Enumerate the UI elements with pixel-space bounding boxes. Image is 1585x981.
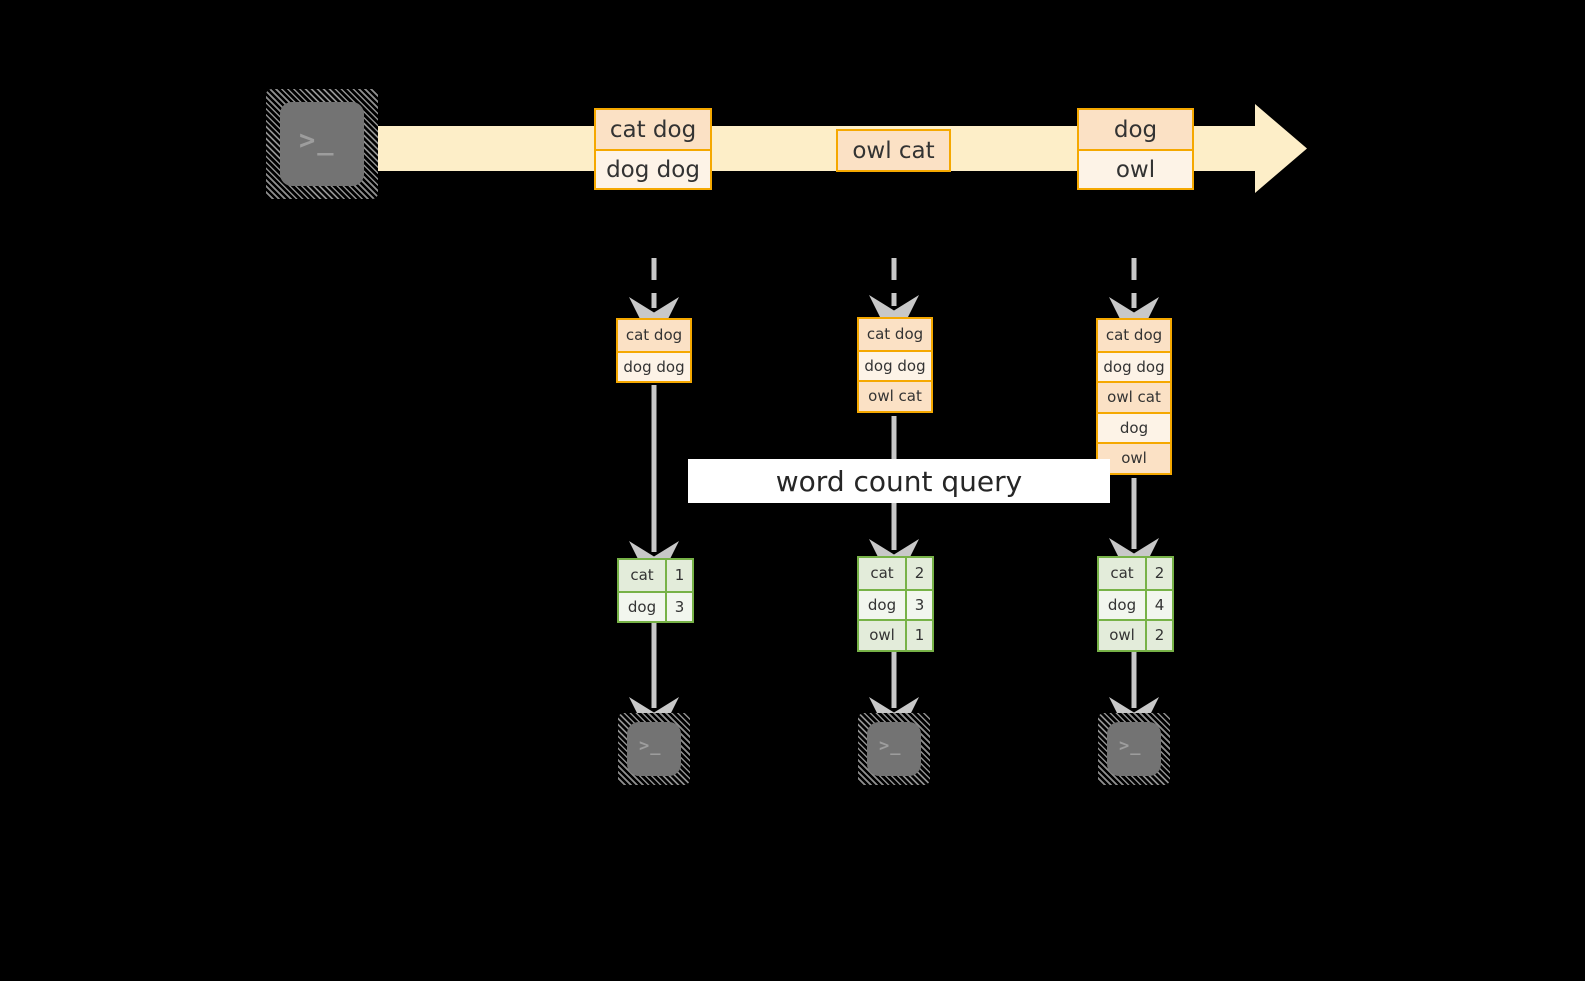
terminal-body — [1107, 722, 1161, 776]
terminal-prompt-glyph: >_ — [1119, 736, 1142, 756]
trigger-3-input-line-4: owl — [1098, 442, 1170, 473]
stream-batch-2-line-0: owl cat — [838, 131, 949, 170]
query-label-text: word count query — [775, 464, 1023, 498]
source-terminal-icon[interactable]: >_ — [266, 89, 378, 199]
trigger-3-result-2-count: 2 — [1145, 621, 1172, 650]
stream-batch-1[interactable]: cat dog dog dog — [594, 108, 712, 190]
stream-batch-1-line-1: dog dog — [596, 149, 710, 188]
table-row: dog 4 — [1099, 588, 1172, 619]
trigger-2-result-0-word: cat — [859, 558, 905, 589]
trigger-1-result-1-word: dog — [619, 592, 665, 621]
trigger-3-result-2-word: owl — [1099, 621, 1145, 650]
trigger-1-sink-terminal-icon[interactable]: >_ — [618, 713, 690, 785]
trigger-3-input-line-1: dog dog — [1098, 350, 1170, 381]
table-row: dog 3 — [619, 590, 692, 621]
trigger-2-result-2-word: owl — [859, 621, 905, 650]
trigger-2-input-line-0: cat dog — [859, 319, 931, 350]
table-row: cat 1 — [619, 560, 692, 591]
trigger-1-result-table[interactable]: cat 1 dog 3 — [617, 558, 694, 623]
table-row: cat 2 — [859, 558, 932, 589]
trigger-dashed-connectors — [629, 258, 1159, 347]
table-row: owl 2 — [1099, 619, 1172, 650]
sink-connectors — [629, 622, 1159, 747]
terminal-body — [627, 722, 681, 776]
terminal-prompt-glyph: >_ — [299, 125, 336, 156]
stream-batch-3-line-1: owl — [1079, 149, 1192, 188]
trigger-2-input-line-2: owl cat — [859, 380, 931, 411]
trigger-3-result-table[interactable]: cat 2 dog 4 owl 2 — [1097, 556, 1174, 652]
trigger-3-result-0-word: cat — [1099, 558, 1145, 589]
trigger-1-result-1-count: 3 — [665, 592, 692, 621]
trigger-1-input-table[interactable]: cat dog dog dog — [616, 318, 692, 383]
trigger-2-result-table[interactable]: cat 2 dog 3 owl 1 — [857, 556, 934, 652]
trigger-3-input-table[interactable]: cat dog dog dog owl cat dog owl — [1096, 318, 1172, 475]
stream-batch-3[interactable]: dog owl — [1077, 108, 1194, 190]
trigger-2-sink-terminal-icon[interactable]: >_ — [858, 713, 930, 785]
trigger-1-result-0-word: cat — [619, 560, 665, 591]
trigger-2-result-1-count: 3 — [905, 590, 932, 619]
trigger-3-result-1-count: 4 — [1145, 590, 1172, 619]
terminal-prompt-glyph: >_ — [639, 736, 662, 756]
table-row: dog 3 — [859, 588, 932, 619]
trigger-2-input-line-1: dog dog — [859, 349, 931, 380]
table-row: cat 2 — [1099, 558, 1172, 589]
trigger-3-result-1-word: dog — [1099, 590, 1145, 619]
table-row: owl 1 — [859, 619, 932, 650]
trigger-2-result-2-count: 1 — [905, 621, 932, 650]
trigger-3-input-line-2: owl cat — [1098, 381, 1170, 412]
terminal-prompt-glyph: >_ — [879, 736, 902, 756]
terminal-body — [280, 102, 364, 186]
trigger-2-result-0-count: 2 — [905, 558, 932, 589]
trigger-1-input-line-1: dog dog — [618, 350, 690, 381]
trigger-3-input-line-3: dog — [1098, 411, 1170, 442]
trigger-2-input-table[interactable]: cat dog dog dog owl cat — [857, 317, 933, 413]
trigger-2-result-1-word: dog — [859, 590, 905, 619]
stream-batch-2[interactable]: owl cat — [836, 129, 951, 172]
query-label: word count query — [688, 459, 1110, 503]
trigger-3-input-line-0: cat dog — [1098, 320, 1170, 351]
trigger-1-input-line-0: cat dog — [618, 320, 690, 351]
stream-batch-3-line-0: dog — [1079, 110, 1192, 149]
trigger-1-result-0-count: 1 — [665, 560, 692, 591]
trigger-3-sink-terminal-icon[interactable]: >_ — [1098, 713, 1170, 785]
stream-batch-1-line-0: cat dog — [596, 110, 710, 149]
terminal-body — [867, 722, 921, 776]
trigger-3-result-0-count: 2 — [1145, 558, 1172, 589]
